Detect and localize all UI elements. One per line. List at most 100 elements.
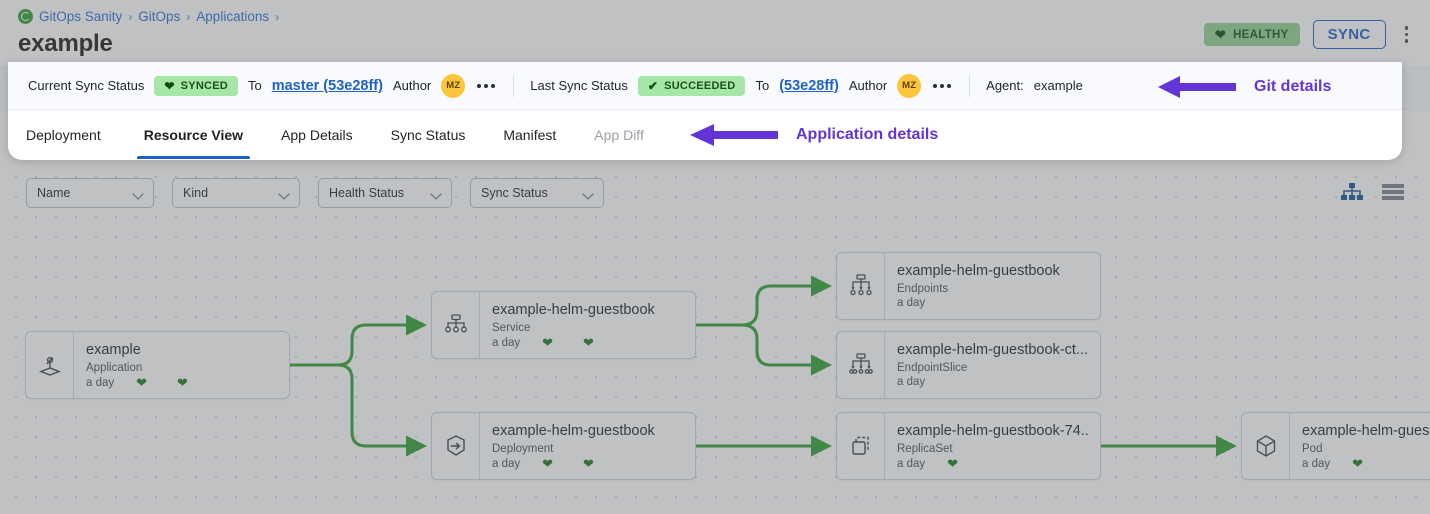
view-mode-toggles (1341, 183, 1404, 201)
node-age: a day (897, 297, 926, 310)
header-actions: ❤ HEALTHY SYNC (1203, 20, 1415, 49)
breadcrumb-item-gitops[interactable]: GitOps (138, 9, 181, 24)
left-arrow-icon (690, 124, 778, 146)
tab-deployment[interactable]: Deployment (26, 126, 101, 143)
node-body: example-helm-guestbook Deployment a day … (480, 413, 695, 479)
node-name: example-helm-guestbook-74... (897, 423, 1090, 439)
node-name: example-helm-guest (1302, 423, 1430, 439)
highlighted-details-panel: Current Sync Status ❤ SYNCED To master (… (8, 62, 1402, 160)
tab-manifest[interactable]: Manifest (503, 126, 557, 143)
node-name: example-helm-guestbook (897, 263, 1060, 279)
node-age: a day (1302, 457, 1331, 470)
endpoints-icon (837, 253, 885, 319)
node-kind: Endpoints (897, 283, 949, 296)
git-details-annotation: Git details (1158, 76, 1331, 98)
node-meta: a day (897, 297, 1090, 309)
application-details-annotation: Application details (690, 124, 938, 146)
page-header: GitOps Sanity › GitOps › Applications › … (0, 0, 1430, 66)
graph-node-application[interactable]: example Application a day ❤ ❤ (25, 331, 290, 399)
breadcrumb-item-applications[interactable]: Applications (196, 9, 270, 24)
chevron-down-icon (582, 188, 594, 200)
tab-resource-view[interactable]: Resource View (125, 110, 262, 159)
current-revision-link[interactable]: master (53e28ff) (271, 77, 383, 94)
current-to-label: To (247, 78, 262, 93)
last-sync-status-badge: ✔ SUCCEEDED (637, 75, 746, 96)
graph-node-replicaset[interactable]: example-helm-guestbook-74... ReplicaSet … (836, 412, 1101, 480)
node-age: a day (897, 376, 926, 389)
resource-graph-canvas: Name Kind Health Status Sync Status (0, 161, 1430, 514)
current-sync-status-label: Current Sync Status (28, 78, 145, 93)
node-body: example-helm-guestbook-74... ReplicaSet … (885, 413, 1100, 479)
node-body: example-helm-guestbook Service a day ❤ ❤ (480, 292, 695, 358)
chevron-down-icon (278, 188, 290, 200)
sync-button[interactable]: SYNC (1312, 20, 1386, 49)
tab-app-diff[interactable]: App Diff (594, 126, 644, 143)
breadcrumb-item-gitops-sanity[interactable]: GitOps Sanity (39, 9, 123, 24)
filter-sync-status-select[interactable]: Sync Status (470, 178, 604, 208)
application-details-annotation-label: Application details (796, 126, 939, 143)
last-sync-status-label: Last Sync Status (530, 78, 628, 93)
node-name: example-helm-guestbook-ct... (897, 342, 1088, 358)
health-heart-icon: ❤ (947, 456, 959, 472)
filter-name-label: Name (37, 186, 71, 200)
agent-group: Agent: example (976, 78, 1093, 93)
node-meta: a day (897, 376, 1090, 388)
tree-view-icon[interactable] (1341, 183, 1363, 201)
graph-node-endpointslice[interactable]: example-helm-guestbook-ct... EndpointSli… (836, 331, 1101, 399)
node-kind: ReplicaSet (897, 443, 953, 456)
avatar: MZ (897, 73, 922, 98)
last-revision-link[interactable]: (53e28ff) (779, 77, 839, 94)
node-name: example (86, 342, 141, 358)
last-sync-status-value: SUCCEEDED (664, 79, 736, 92)
git-details-annotation-label: Git details (1254, 78, 1332, 95)
application-icon (26, 332, 74, 398)
graph-node-endpoints[interactable]: example-helm-guestbook Endpoints a day (836, 252, 1101, 320)
filter-name-select[interactable]: Name (26, 178, 154, 208)
node-body: example Application a day ❤ ❤ (74, 332, 289, 398)
node-meta: a day ❤ ❤ (86, 376, 279, 389)
node-age: a day (897, 457, 926, 470)
chevron-down-icon (132, 188, 144, 200)
filter-health-status-select[interactable]: Health Status (318, 178, 452, 208)
sync-heart-icon: ❤ (583, 456, 594, 472)
status-badge-health: ❤ HEALTHY (1203, 23, 1300, 46)
last-sync-status-group: Last Sync Status ✔ SUCCEEDED To (53e28ff… (520, 73, 963, 98)
node-kind: Deployment (492, 443, 554, 456)
node-kind: Application (86, 362, 143, 375)
health-heart-icon: ❤ (542, 335, 554, 351)
filter-kind-select[interactable]: Kind (172, 178, 300, 208)
health-heart-icon: ❤ (136, 375, 148, 391)
node-name: example-helm-guestbook (492, 423, 655, 439)
list-view-icon[interactable] (1382, 183, 1404, 201)
tab-sync-status[interactable]: Sync Status (390, 126, 466, 143)
node-kind: EndpointSlice (897, 362, 968, 375)
kebab-menu-icon[interactable] (1399, 22, 1415, 47)
filter-health-status-label: Health Status (329, 186, 405, 200)
sync-heart-icon: ❤ (177, 375, 188, 391)
service-icon (432, 292, 480, 358)
current-sync-more-icon[interactable] (475, 80, 497, 92)
node-name: example-helm-guestbook (492, 302, 655, 318)
graph-node-pod[interactable]: example-helm-guest Pod a day ❤ (1241, 412, 1430, 480)
current-sync-status-value: SYNCED (180, 79, 228, 92)
node-body: example-helm-guestbook Endpoints a day (885, 253, 1100, 319)
breadcrumb-separator-icon: › (128, 9, 133, 24)
filter-kind-label: Kind (183, 186, 209, 200)
node-meta: a day ❤ ❤ (492, 336, 685, 349)
graph-node-deployment[interactable]: example-helm-guestbook Deployment a day … (431, 412, 696, 480)
divider (513, 74, 515, 97)
node-body: example-helm-guestbook-ct... EndpointSli… (885, 332, 1100, 398)
node-age: a day (86, 376, 115, 389)
graph-node-service[interactable]: example-helm-guestbook Service a day ❤ ❤ (431, 291, 696, 359)
current-sync-status-group: Current Sync Status ❤ SYNCED To master (… (18, 73, 507, 98)
node-body: example-helm-guest Pod a day ❤ (1290, 413, 1430, 479)
last-sync-more-icon[interactable] (931, 80, 953, 92)
check-circle-icon: ✔ (647, 78, 659, 93)
tab-app-details[interactable]: App Details (281, 126, 353, 143)
health-heart-icon: ❤ (542, 456, 554, 472)
left-arrow-icon (1158, 76, 1236, 98)
gitops-logo-icon (18, 9, 33, 24)
health-heart-icon: ❤ (1352, 456, 1364, 472)
breadcrumb-separator-icon: › (186, 9, 191, 24)
node-kind: Service (492, 322, 531, 335)
